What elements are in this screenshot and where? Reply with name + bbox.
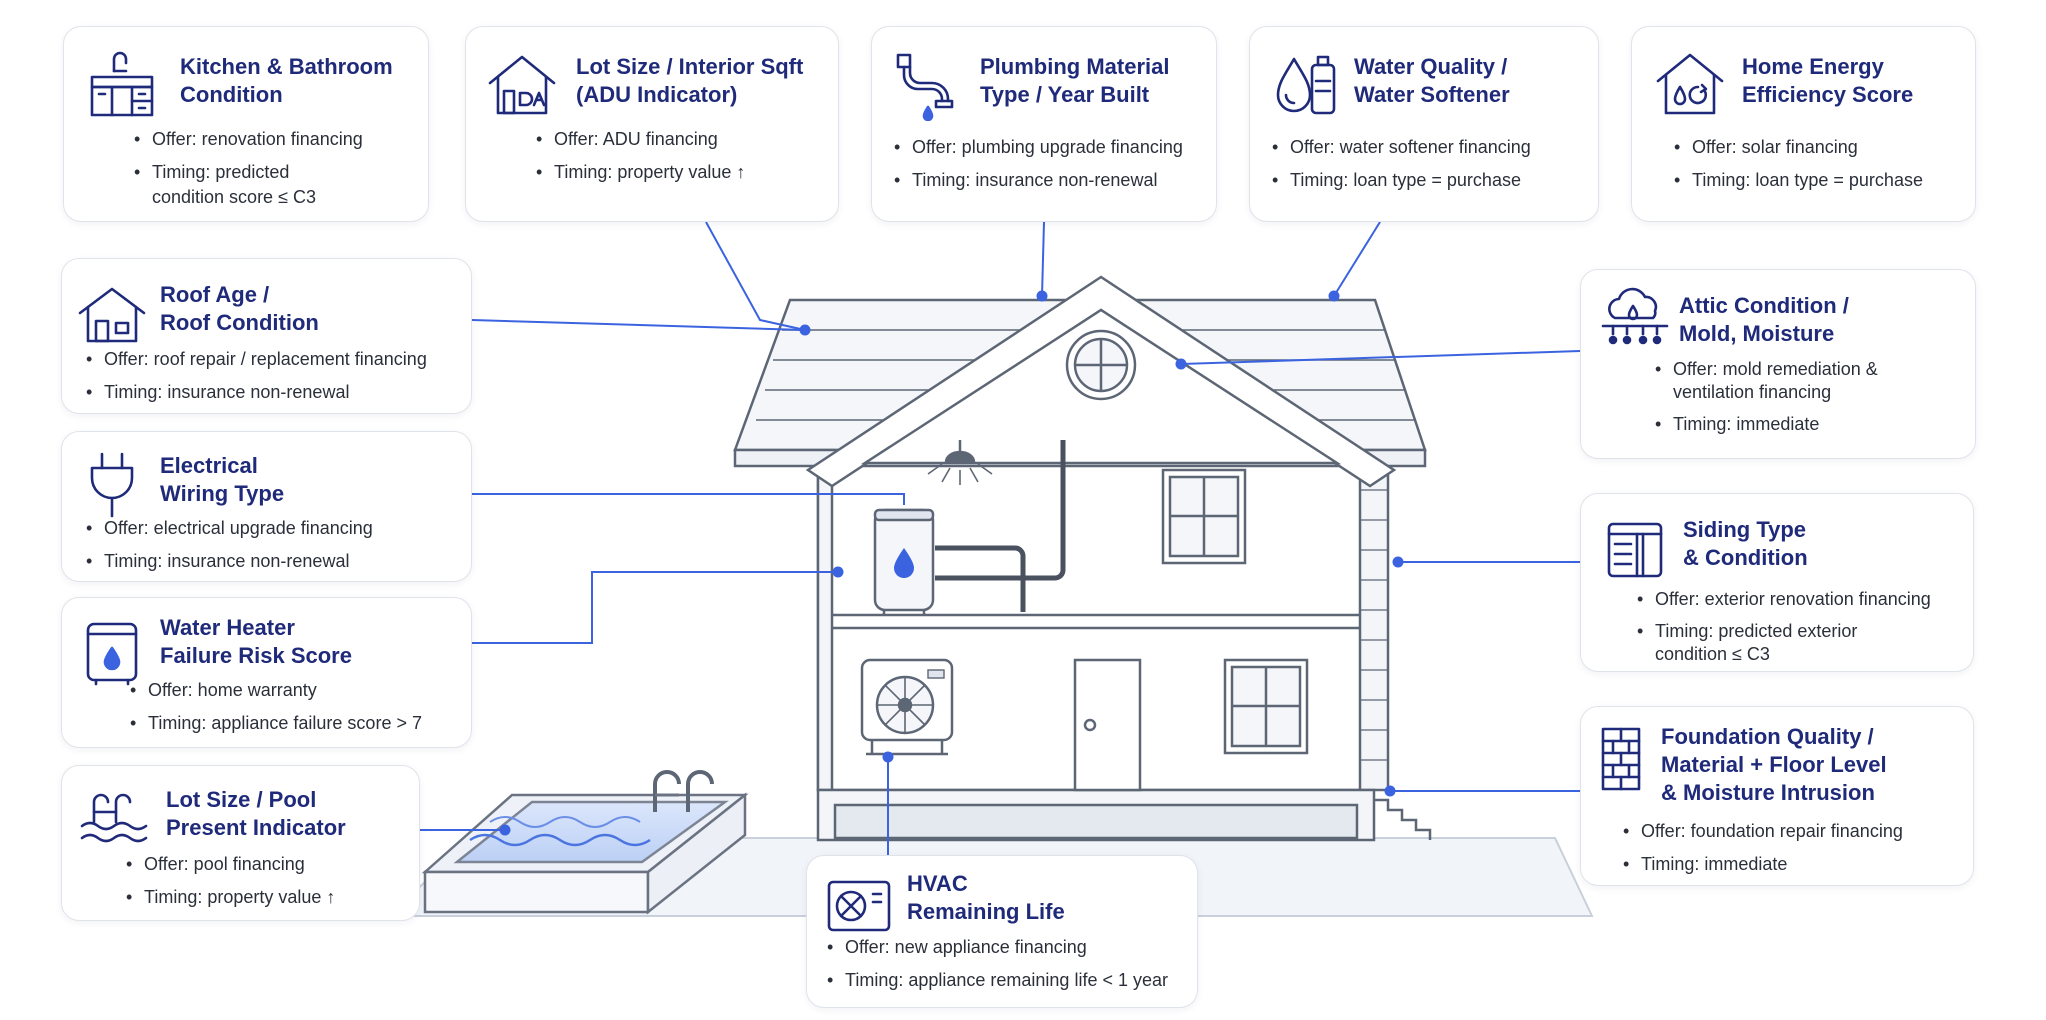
card-offer: Offer: water softener financing (1270, 135, 1531, 160)
card-title: Roof Age /Roof Condition (160, 282, 319, 335)
card-offer: Offer: plumbing upgrade financing (892, 135, 1183, 160)
home-energy-icon (1652, 47, 1728, 123)
pool (421, 770, 749, 915)
card-timing: Timing: insurance non-renewal (84, 549, 373, 574)
card-title: Water Quality /Water Softener (1354, 54, 1510, 107)
card-timing: Timing: loan type = purchase (1270, 168, 1531, 193)
card-offer: Offer: electrical upgrade financing (84, 516, 373, 541)
card-bullets: Offer: home warranty Timing: appliance f… (128, 678, 422, 736)
card-offer: Offer: mold remediation & ventilation fi… (1653, 358, 1878, 404)
water-drop-bottle-icon (1268, 47, 1344, 123)
card-foundation: Foundation Quality /Material + Floor Lev… (1580, 706, 1974, 886)
card-bullets: Offer: ADU financing Timing: property va… (534, 127, 745, 185)
card-title: Attic Condition /Mold, Moisture (1679, 293, 1849, 346)
card-bullets: Offer: water softener financing Timing: … (1270, 135, 1531, 193)
card-water-quality: Water Quality /Water Softener Offer: wat… (1249, 26, 1599, 222)
hvac-fan-icon (821, 868, 897, 944)
card-roof: Roof Age /Roof Condition Offer: roof rep… (61, 258, 472, 414)
card-title: Lot Size / Interior Sqft(ADU Indicator) (576, 54, 804, 107)
card-siding: Siding Type& Condition Offer: exterior r… (1580, 493, 1974, 672)
card-offer: Offer: new appliance financing (825, 935, 1168, 960)
card-offer: Offer: solar financing (1672, 135, 1923, 160)
card-timing: Timing: predicted condition score ≤ C3 (132, 160, 363, 210)
card-timing: Timing: immediate (1653, 412, 1878, 437)
pipe-drip-icon (888, 45, 964, 121)
card-attic: Attic Condition /Mold, Moisture Offer: m… (1580, 269, 1976, 459)
card-bullets: Offer: foundation repair financing Timin… (1621, 819, 1903, 877)
connector-lines (420, 221, 1581, 857)
card-bullets: Offer: mold remediation & ventilation fi… (1653, 358, 1878, 437)
card-offer: Offer: roof repair / replacement financi… (84, 347, 427, 372)
card-timing: Timing: property value ↑ (534, 160, 745, 185)
roof (733, 275, 1427, 488)
house-adu-icon (484, 47, 560, 123)
card-bullets: Offer: solar financing Timing: loan type… (1672, 135, 1923, 193)
card-timing: Timing: predicted exterior condition ≤ C… (1635, 620, 1931, 666)
pool-icon (76, 782, 152, 858)
connector-dots (499, 290, 1404, 836)
card-timing: Timing: insurance non-renewal (892, 168, 1183, 193)
card-offer: Offer: home warranty (128, 678, 422, 703)
card-bullets: Offer: electrical upgrade financing Timi… (84, 516, 373, 574)
card-bullets: Offer: roof repair / replacement financi… (84, 347, 427, 405)
card-offer: Offer: foundation repair financing (1621, 819, 1903, 844)
card-title: Foundation Quality /Material + Floor Lev… (1661, 724, 1887, 805)
roof-house-icon (74, 277, 150, 353)
card-offer: Offer: pool financing (124, 852, 335, 877)
water-heater-icon (74, 612, 150, 688)
card-timing: Timing: immediate (1621, 852, 1903, 877)
card-timing: Timing: property value ↑ (124, 885, 335, 910)
card-offer: Offer: renovation financing (132, 127, 363, 152)
card-title: Siding Type& Condition (1683, 517, 1808, 570)
card-bullets: Offer: pool financing Timing: property v… (124, 852, 335, 910)
card-offer: Offer: ADU financing (534, 127, 745, 152)
card-timing: Timing: loan type = purchase (1672, 168, 1923, 193)
interior (860, 440, 1309, 792)
electric-plug-icon (74, 446, 150, 522)
card-bullets: Offer: renovation financing Timing: pred… (132, 127, 363, 210)
card-offer: Offer: exterior renovation financing (1635, 587, 1931, 612)
card-bullets: Offer: new appliance financing Timing: a… (825, 935, 1168, 993)
card-bullets: Offer: exterior renovation financing Tim… (1635, 587, 1931, 666)
card-lot-adu: Lot Size / Interior Sqft(ADU Indicator) … (465, 26, 839, 222)
brick-foundation-icon (1593, 721, 1669, 797)
card-timing: Timing: appliance remaining life < 1 yea… (825, 968, 1168, 993)
card-bullets: Offer: plumbing upgrade financing Timing… (892, 135, 1183, 193)
kitchen-cabinet-icon (84, 47, 160, 123)
card-timing: Timing: appliance failure score > 7 (128, 711, 422, 736)
attic-moisture-icon (1597, 284, 1673, 360)
card-timing: Timing: insurance non-renewal (84, 380, 427, 405)
siding-panel-icon (1597, 512, 1673, 588)
